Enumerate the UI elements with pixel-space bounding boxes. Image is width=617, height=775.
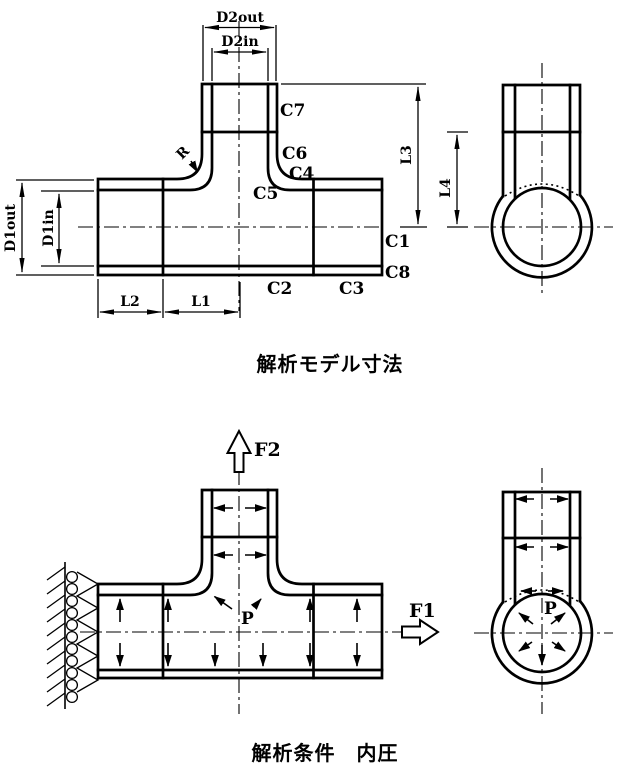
pressure-leader-left (213, 595, 233, 610)
support-zigzag-links (75, 571, 100, 693)
force-arrow-f2 (225, 428, 253, 473)
force-label-f2: F2 (254, 439, 281, 461)
corner-label-c5: C5 (253, 184, 278, 204)
dim-label-l3: L3 (399, 145, 415, 165)
run-pressure-arrows-up (116, 598, 361, 622)
corner-label-c7: C7 (280, 101, 305, 121)
dim-label-l2: L2 (120, 294, 140, 310)
run-pipe-inner-circle (501, 186, 583, 268)
corner-label-c8: C8 (385, 263, 410, 283)
pressure-leader-right (250, 598, 262, 610)
corner-label-c6: C6 (282, 144, 307, 164)
dim-label-d1out: D1out (3, 204, 19, 252)
support-roller-circles (65, 570, 79, 704)
dim-label-d2in: D2in (221, 34, 258, 50)
figure2-side-view: P (474, 468, 613, 714)
tee-inner-right (266, 82, 384, 192)
leader-line-r (188, 160, 199, 173)
side-branch-outer (501, 83, 582, 198)
dim-label-l4: L4 (438, 178, 454, 198)
run-pipe-outer-circle (490, 599, 594, 685)
force-arrow-f1 (401, 618, 440, 646)
side-branch-outer (501, 490, 582, 604)
run-pipe-outer-circle (490, 193, 594, 279)
corner-label-c3: C3 (339, 279, 364, 299)
corner-label-c4: C4 (289, 164, 315, 184)
run-pressure-arrows-down (116, 643, 361, 667)
dim-label-d1in: D1in (41, 209, 57, 246)
pressure-label-side: P (544, 599, 557, 619)
tee-outer-contour (96, 488, 384, 680)
side-bore-pressure-arrows (518, 587, 566, 666)
figure1-front-view: D2out D2in D1out D1in L2 L1 L3 L4 (3, 10, 468, 318)
corner-label-c1: C1 (385, 232, 410, 252)
run-pipe-inner-circle (501, 592, 583, 674)
corner-label-c2: C2 (267, 279, 292, 299)
figure1-caption: 解析モデル寸法 (257, 352, 404, 376)
support-hatching (46, 566, 66, 707)
dim-label-d2out: D2out (216, 10, 264, 26)
force-label-f1: F1 (409, 600, 436, 622)
hidden-intersection-arc (504, 183, 580, 197)
figure2-front-view: P F2 F1 (46, 428, 440, 714)
pressure-label-front: P (241, 609, 254, 629)
figure2-caption: 解析条件 内圧 (252, 741, 399, 765)
tee-inner-left (96, 488, 214, 597)
tee-outer-contour (96, 82, 384, 277)
tee-inner-left (96, 82, 214, 192)
hidden-intersection-arc (504, 589, 580, 603)
fixed-support-symbol (46, 562, 100, 709)
figure1-side-view (474, 63, 613, 294)
tee-inner-right (266, 488, 384, 597)
branch-pressure-arrows (213, 504, 267, 559)
side-branch-pressure-arrows (515, 495, 569, 551)
dim-label-r: R (173, 143, 193, 163)
dim-label-l1: L1 (191, 294, 211, 310)
